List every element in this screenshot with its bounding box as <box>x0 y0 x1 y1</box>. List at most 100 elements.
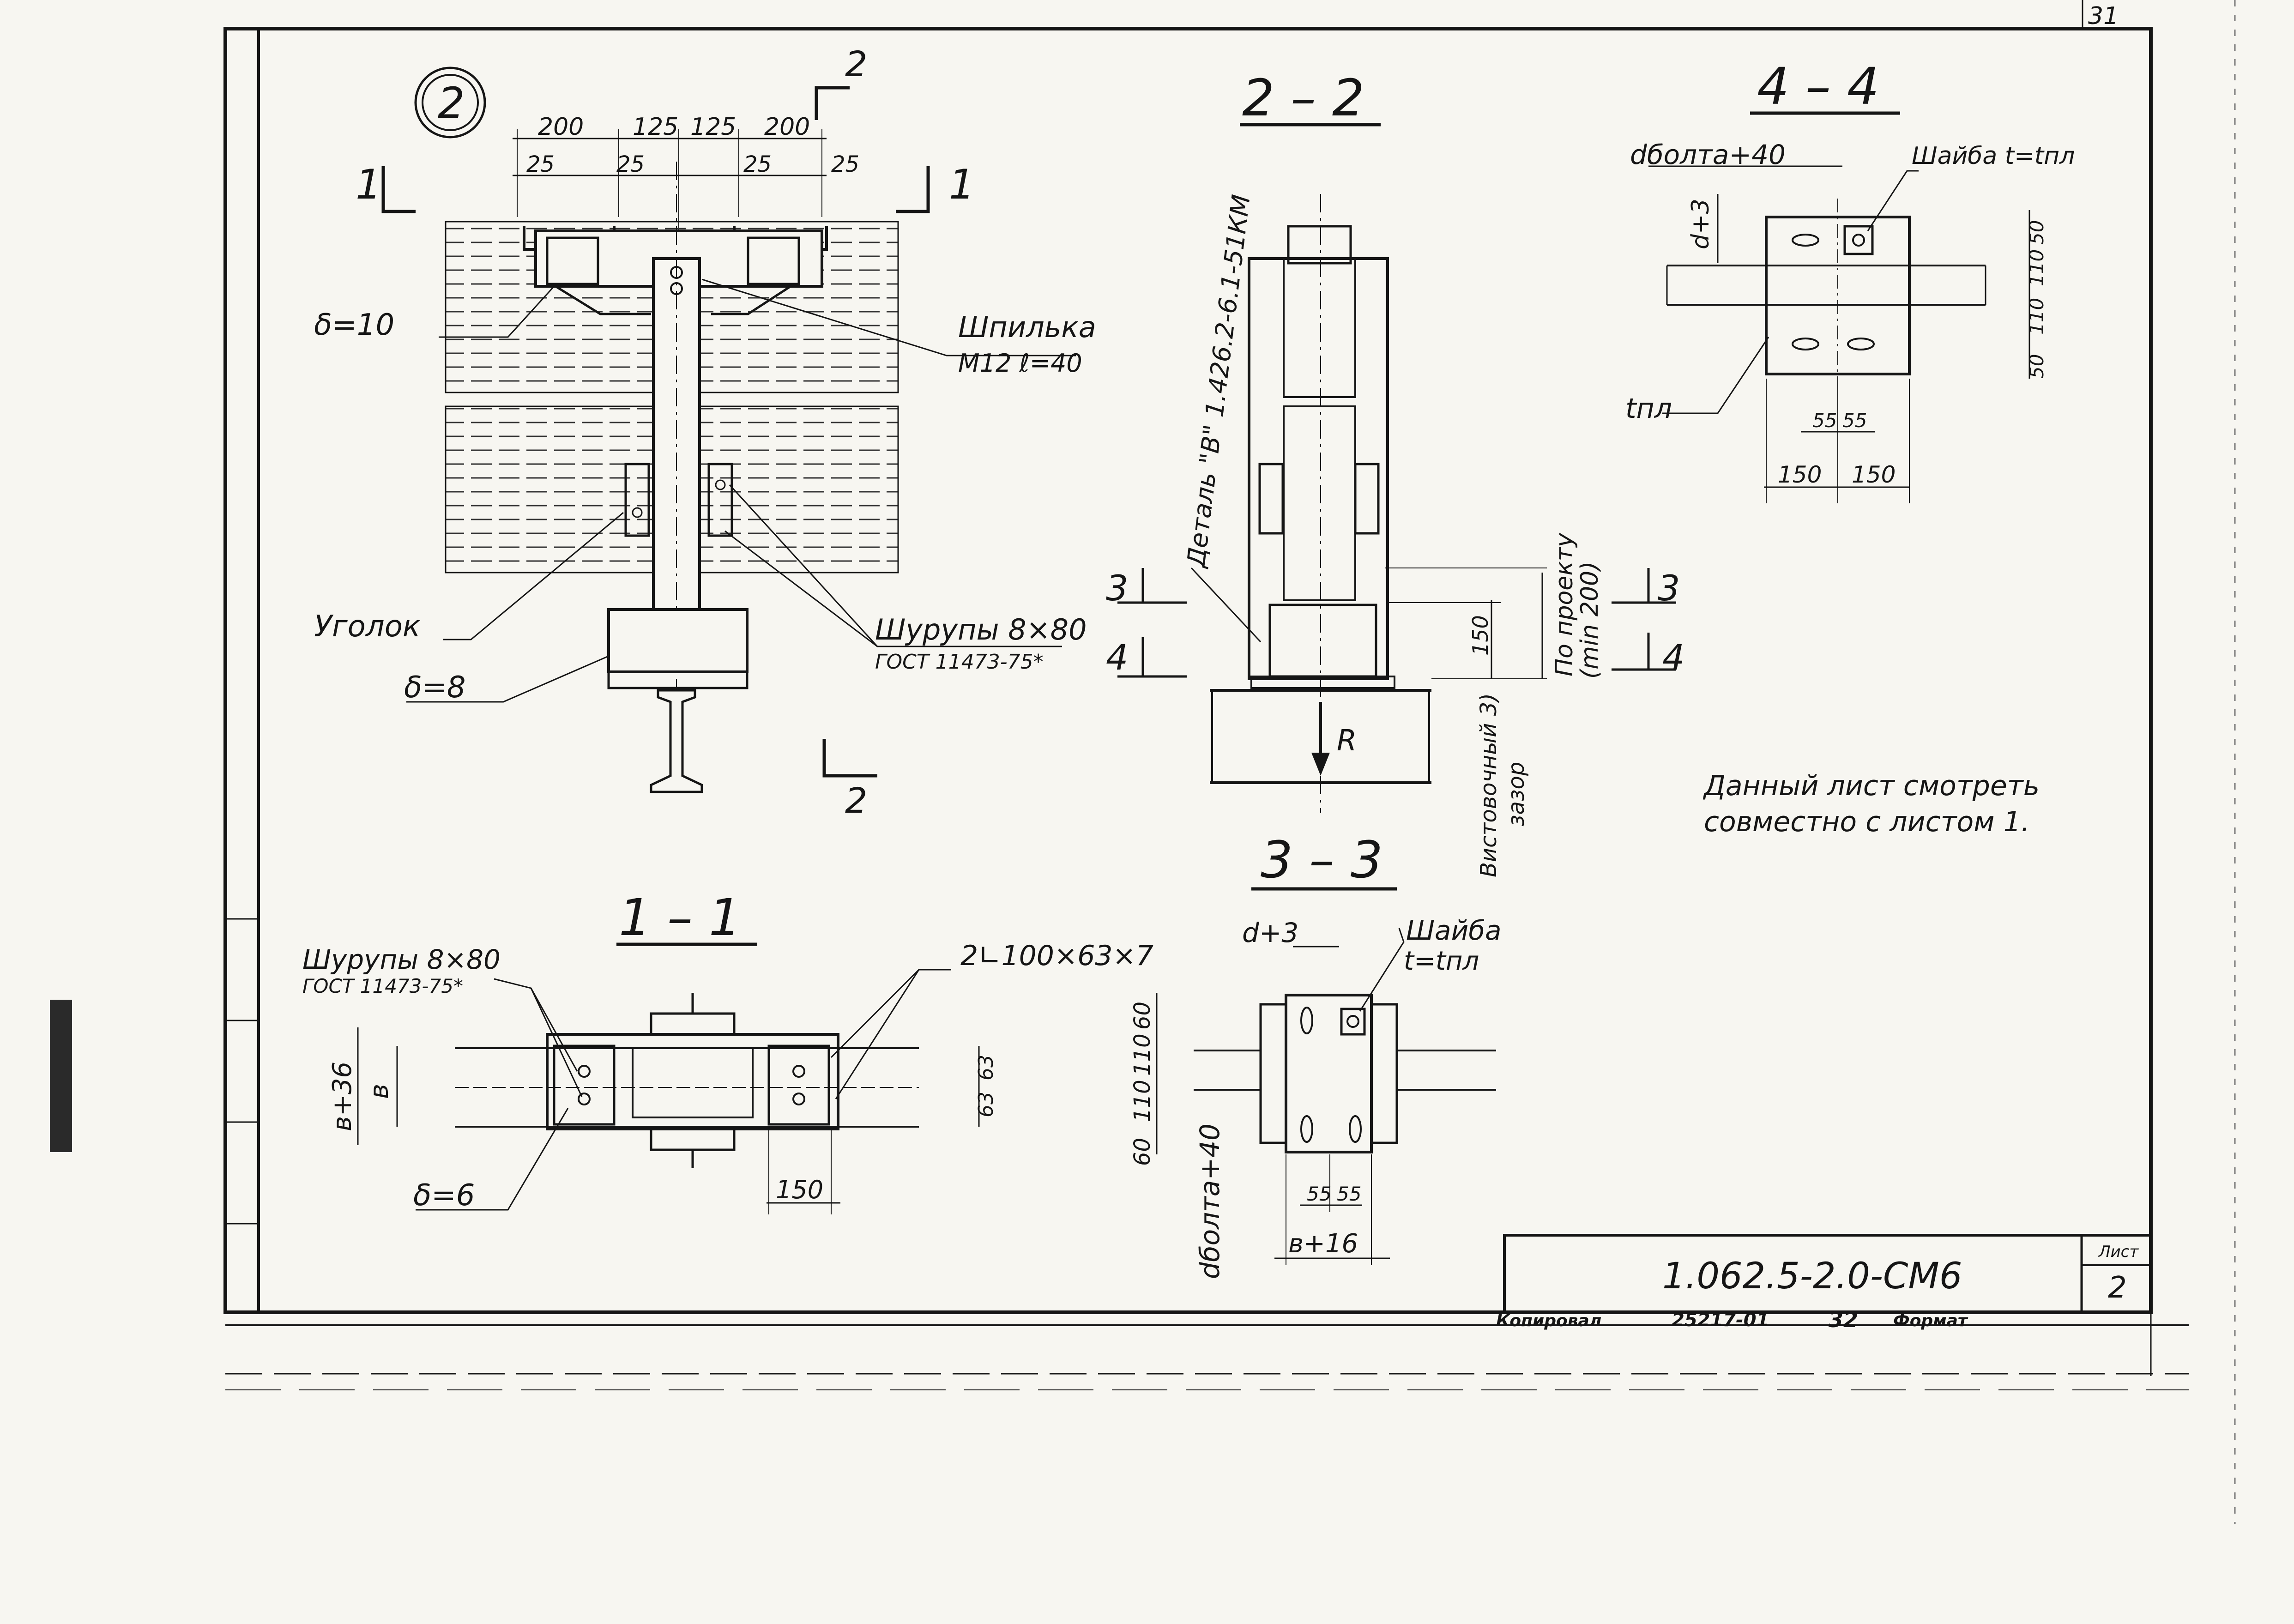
bottom-channel <box>650 1128 736 1151</box>
dim-25-a: 25 <box>526 151 555 177</box>
dim-63-a: 63 <box>974 1055 998 1081</box>
bolt-hole-1 <box>1792 234 1819 247</box>
section-4-4 <box>1648 111 2030 503</box>
label-washer: Шайба <box>1406 915 1502 946</box>
label-screws: Шурупы 8×80 <box>875 613 1087 646</box>
angle-left-hole <box>632 507 643 518</box>
label-project: По проекту <box>1551 532 1578 676</box>
section-1-left-label: 1 <box>356 161 381 208</box>
detail-ref: Деталь "В" 1.426.2-6.1-51КМ <box>1181 193 1256 570</box>
angle-right <box>707 463 733 537</box>
order-number: 25217-01 <box>1672 1310 1769 1331</box>
section-3-3 <box>1156 887 1496 1265</box>
label-bolt: dболта+40 <box>1630 139 1786 170</box>
label-delta8: δ=8 <box>404 670 466 705</box>
dim-55-b: 55 <box>1337 1183 1361 1205</box>
bolt-hole-3 <box>1847 338 1875 350</box>
designation: 1.062.5-2.0-СМ6 <box>1662 1256 1962 1297</box>
leader-tpl <box>1662 337 1769 414</box>
dim-200-left: 200 <box>538 113 584 141</box>
dim-150-label: 150 <box>1468 615 1493 656</box>
page-number: 32 <box>1829 1307 1858 1332</box>
dim-left-110b: 110 <box>1129 1080 1155 1122</box>
detail-circle-outer <box>414 66 486 139</box>
dim-left-60a: 60 <box>1129 1002 1155 1030</box>
label-gap-2: зазор <box>1503 762 1529 827</box>
label-delta10: δ=10 <box>314 308 394 342</box>
section-2-2 <box>1117 123 1676 813</box>
dim-150-b: 150 <box>1852 461 1896 488</box>
section-1-right-mark <box>896 166 930 213</box>
section-2-top-mark <box>815 86 850 120</box>
leader-screws-2 <box>530 988 583 1097</box>
force-arrow-head <box>1311 753 1330 776</box>
post-stud-1 <box>670 266 683 279</box>
bolt-slot-2 <box>1300 1115 1313 1143</box>
label-washer-t: t=tпл <box>1404 946 1479 976</box>
bolt-hole-4 <box>1346 1015 1359 1028</box>
section-2-bottom-label: 2 <box>845 780 867 821</box>
post-stud-2 <box>670 282 683 295</box>
section-2-bottom-mark <box>822 739 877 778</box>
label-washer: Шайба t=tпл <box>1912 142 2075 170</box>
leader-angles-2 <box>835 969 920 1099</box>
angle-right-hole <box>715 479 726 490</box>
detail-number: 2 <box>438 78 465 128</box>
section-4-4-title: 4 – 4 <box>1757 57 1879 116</box>
washer <box>1843 225 1874 255</box>
label-b36: в+36 <box>327 1062 357 1131</box>
dim-25-b: 25 <box>616 151 645 177</box>
dim-55-a: 55 <box>1307 1183 1331 1205</box>
left-bracket <box>546 236 599 285</box>
label-b: в <box>364 1084 394 1099</box>
level-4r-label: 4 <box>1662 637 1684 678</box>
sheet-label: Лист <box>2098 1243 2139 1261</box>
note-line-2: совместно с листом 1. <box>1704 806 2030 838</box>
dim-125-right: 125 <box>690 113 736 141</box>
label-delta6: δ=6 <box>413 1178 475 1213</box>
label-d3: d+3 <box>1687 199 1714 249</box>
label-gap-1: Вистовочный 3) <box>1476 693 1502 877</box>
label-screws: Шурупы 8×80 <box>302 944 501 975</box>
leader-angle <box>443 512 624 640</box>
dim-63-b: 63 <box>974 1092 998 1117</box>
label-stud: Шпилька <box>958 310 1096 344</box>
dim-55-b: 55 <box>1842 409 1867 432</box>
label-angles: 2∟100×63×7 <box>960 940 1153 972</box>
top-cap <box>1287 225 1352 265</box>
sheet-number: 2 <box>2108 1271 2127 1305</box>
bolt-slot-3 <box>1349 1115 1362 1143</box>
bolt-hole-2 <box>1792 338 1819 350</box>
label-d3: d+3 <box>1242 917 1298 948</box>
section-1-left-mark <box>381 166 416 213</box>
base-plate <box>607 670 749 689</box>
leader-stud <box>701 278 1076 356</box>
side-plate-left <box>1258 463 1284 535</box>
leader-delta10 <box>439 285 555 338</box>
label-bolt: dболта+40 <box>1194 1123 1225 1279</box>
leader-delta6 <box>416 1108 569 1211</box>
section-1-1 <box>357 942 980 1214</box>
dim-right-50b: 50 <box>2025 354 2048 379</box>
section-2-top-label: 2 <box>845 43 867 85</box>
column-inner-lower <box>1283 405 1356 601</box>
corner-number: 31 <box>2088 2 2119 30</box>
i-beam <box>650 689 703 793</box>
note-line-1: Данный лист смотреть <box>1702 770 2040 802</box>
top-channel <box>650 1012 736 1036</box>
screw-right-2 <box>792 1093 805 1105</box>
level-3-label: 3 <box>1106 567 1128 609</box>
format-label: Формат <box>1893 1311 1968 1330</box>
left-binding-bar <box>50 1000 72 1152</box>
label-min: (min 200) <box>1576 561 1604 679</box>
label-screws-gost: ГОСТ 11473-75* <box>875 650 1044 674</box>
dim-150-a: 150 <box>1778 461 1822 488</box>
label-stud-spec: М12 ℓ=40 <box>958 349 1082 378</box>
label-angle: Уголок <box>314 610 421 644</box>
level-4-label: 4 <box>1106 637 1128 678</box>
right-bracket <box>747 236 800 285</box>
section-1-1-title: 1 – 1 <box>619 888 741 947</box>
screw-left-1 <box>578 1065 591 1078</box>
